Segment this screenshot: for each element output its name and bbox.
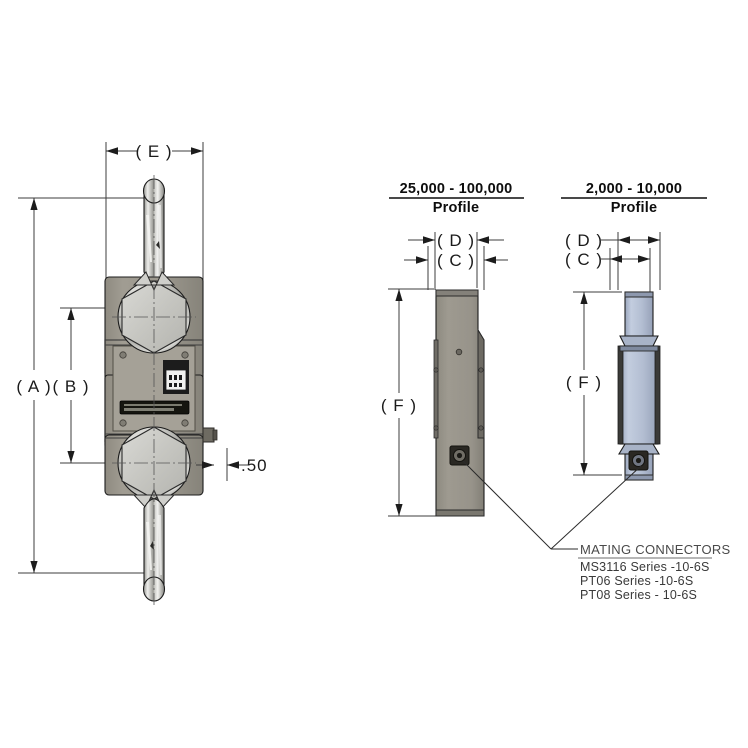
connector-profile-right	[628, 450, 649, 471]
dimension-A: ( A )	[16, 197, 152, 574]
profile-left-title-range: 25,000 - 100,000	[400, 181, 513, 197]
dimension-label-C-left: ( C )	[437, 251, 475, 270]
dimension-D-right: ( D )	[565, 231, 660, 250]
side-lug	[202, 427, 215, 443]
profile-view-high-capacity: 25,000 - 100,000 Profile ( D ) ( C )	[381, 181, 524, 517]
mating-connector-item-1: PT06 Series -10-6S	[580, 574, 693, 588]
profile-right-title-range: 2,000 - 10,000	[586, 181, 682, 197]
dimension-label-F-right: ( F )	[566, 373, 602, 392]
dimension-F-left: ( F )	[381, 288, 436, 517]
dimension-half: .50	[196, 448, 268, 481]
mating-connector-item-0: MS3116 Series -10-6S	[580, 560, 710, 574]
connector-front	[163, 360, 189, 394]
mating-connectors-callout: MATING CONNECTORS MS3116 Series -10-6S P…	[462, 460, 731, 602]
dimension-label-F-left: ( F )	[381, 396, 417, 415]
mating-connectors-heading: MATING CONNECTORS	[580, 542, 731, 557]
dimension-E: ( E )	[105, 142, 204, 310]
dimension-label-D-right: ( D )	[565, 231, 603, 250]
dimension-label-D-left: ( D )	[437, 231, 475, 250]
profile-left-body	[433, 289, 485, 517]
profile-left-title-word: Profile	[433, 200, 480, 216]
profile-view-low-capacity: 2,000 - 10,000 Profile ( D ) ( C )	[561, 181, 707, 481]
dimension-label-A: ( A )	[16, 377, 51, 396]
dimension-label-C-right: ( C )	[565, 250, 603, 269]
dimension-F-right: ( F )	[566, 291, 622, 476]
nameplate	[119, 400, 190, 415]
profile-right-title-word: Profile	[611, 200, 658, 216]
dimension-label-half: .50	[241, 456, 268, 475]
dimension-label-E: ( E )	[135, 142, 172, 161]
dimension-C-right: ( C )	[565, 250, 650, 269]
dimension-C-left: ( C )	[404, 251, 508, 270]
dimension-D-left: ( D )	[408, 231, 504, 250]
front-elevation-view: ( E ) ( A ) ( B )	[16, 142, 267, 605]
mating-connector-item-2: PT08 Series - 10-6S	[580, 588, 697, 602]
connector-profile-left	[449, 445, 470, 466]
dimension-label-B: ( B )	[52, 377, 89, 396]
profile-right-body	[617, 291, 661, 481]
